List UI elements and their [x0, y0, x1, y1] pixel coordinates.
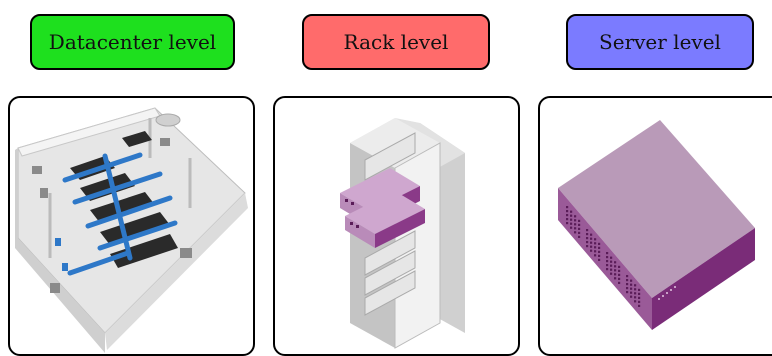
vent-hole	[618, 282, 620, 284]
vent-hole	[594, 242, 596, 244]
vent-hole	[638, 293, 640, 295]
vent-hole	[626, 291, 628, 293]
datacenter-level-label: Datacenter level	[30, 14, 235, 70]
rack-panel	[273, 96, 520, 356]
vent-hole	[578, 232, 580, 234]
rack-level-label: Rack level	[302, 14, 490, 70]
vent-hole	[566, 218, 568, 220]
vent-hole	[618, 278, 620, 280]
vent-hole	[638, 305, 640, 307]
vent-hole	[610, 269, 612, 271]
vent-hole	[590, 246, 592, 248]
vent-hole	[586, 229, 588, 231]
vent-hole	[566, 222, 568, 224]
vent-hole	[610, 273, 612, 275]
vent-hole	[634, 292, 636, 294]
vent-hole	[634, 300, 636, 302]
vent-hole	[626, 283, 628, 285]
vent-hole	[606, 264, 608, 266]
vent-hole	[606, 268, 608, 270]
server-rack-icon	[275, 98, 520, 356]
vent-hole	[606, 260, 608, 262]
datacenter-panel	[8, 96, 255, 356]
vent-hole	[574, 219, 576, 221]
vent-hole	[618, 266, 620, 268]
vent-hole	[630, 280, 632, 282]
vent-hole	[574, 227, 576, 229]
server-box-icon	[540, 98, 772, 356]
vent-hole	[634, 288, 636, 290]
vent-hole	[570, 219, 572, 221]
vent-hole	[570, 215, 572, 217]
vent-hole	[586, 237, 588, 239]
vent-hole	[634, 284, 636, 286]
vent-hole	[610, 257, 612, 259]
vent-hole	[630, 284, 632, 286]
vent-hole	[594, 238, 596, 240]
vent-hole	[630, 296, 632, 298]
vent-hole	[614, 265, 616, 267]
vent-hole	[638, 289, 640, 291]
vent-hole	[574, 215, 576, 217]
vent-hole	[586, 241, 588, 243]
vent-hole	[566, 206, 568, 208]
vent-hole	[598, 247, 600, 249]
vent-hole	[570, 223, 572, 225]
vent-hole	[618, 270, 620, 272]
vent-hole	[566, 214, 568, 216]
vent-hole	[574, 231, 576, 233]
vent-hole	[606, 252, 608, 254]
vent-hole	[626, 275, 628, 277]
vent-hole	[578, 224, 580, 226]
vent-hole	[630, 288, 632, 290]
vent-hole	[610, 261, 612, 263]
vent-hole	[590, 238, 592, 240]
vent-hole	[614, 261, 616, 263]
vent-hole	[618, 274, 620, 276]
vent-hole	[590, 234, 592, 236]
vent-hole	[574, 223, 576, 225]
vent-hole	[598, 243, 600, 245]
vent-hole	[570, 211, 572, 213]
vent-hole	[626, 279, 628, 281]
vent-hole	[614, 277, 616, 279]
vent-hole	[578, 236, 580, 238]
vent-hole	[630, 292, 632, 294]
vent-hole	[594, 246, 596, 248]
vent-hole	[590, 250, 592, 252]
vent-hole	[578, 228, 580, 230]
vent-hole	[590, 242, 592, 244]
vent-hole	[578, 220, 580, 222]
vent-hole	[566, 210, 568, 212]
vent-hole	[586, 245, 588, 247]
vent-hole	[586, 233, 588, 235]
vent-hole	[606, 256, 608, 258]
vent-hole	[598, 255, 600, 257]
vent-hole	[638, 301, 640, 303]
server-panel	[538, 96, 772, 356]
vent-hole	[594, 254, 596, 256]
vent-hole	[638, 297, 640, 299]
vent-hole	[598, 251, 600, 253]
vent-hole	[614, 269, 616, 271]
vent-hole	[634, 296, 636, 298]
vent-hole	[610, 265, 612, 267]
vent-hole	[594, 250, 596, 252]
datacenter-floorplan-icon	[10, 98, 255, 356]
vent-hole	[598, 259, 600, 261]
vent-hole	[570, 227, 572, 229]
vent-hole	[614, 273, 616, 275]
server-level-label: Server level	[566, 14, 754, 70]
vent-hole	[626, 287, 628, 289]
